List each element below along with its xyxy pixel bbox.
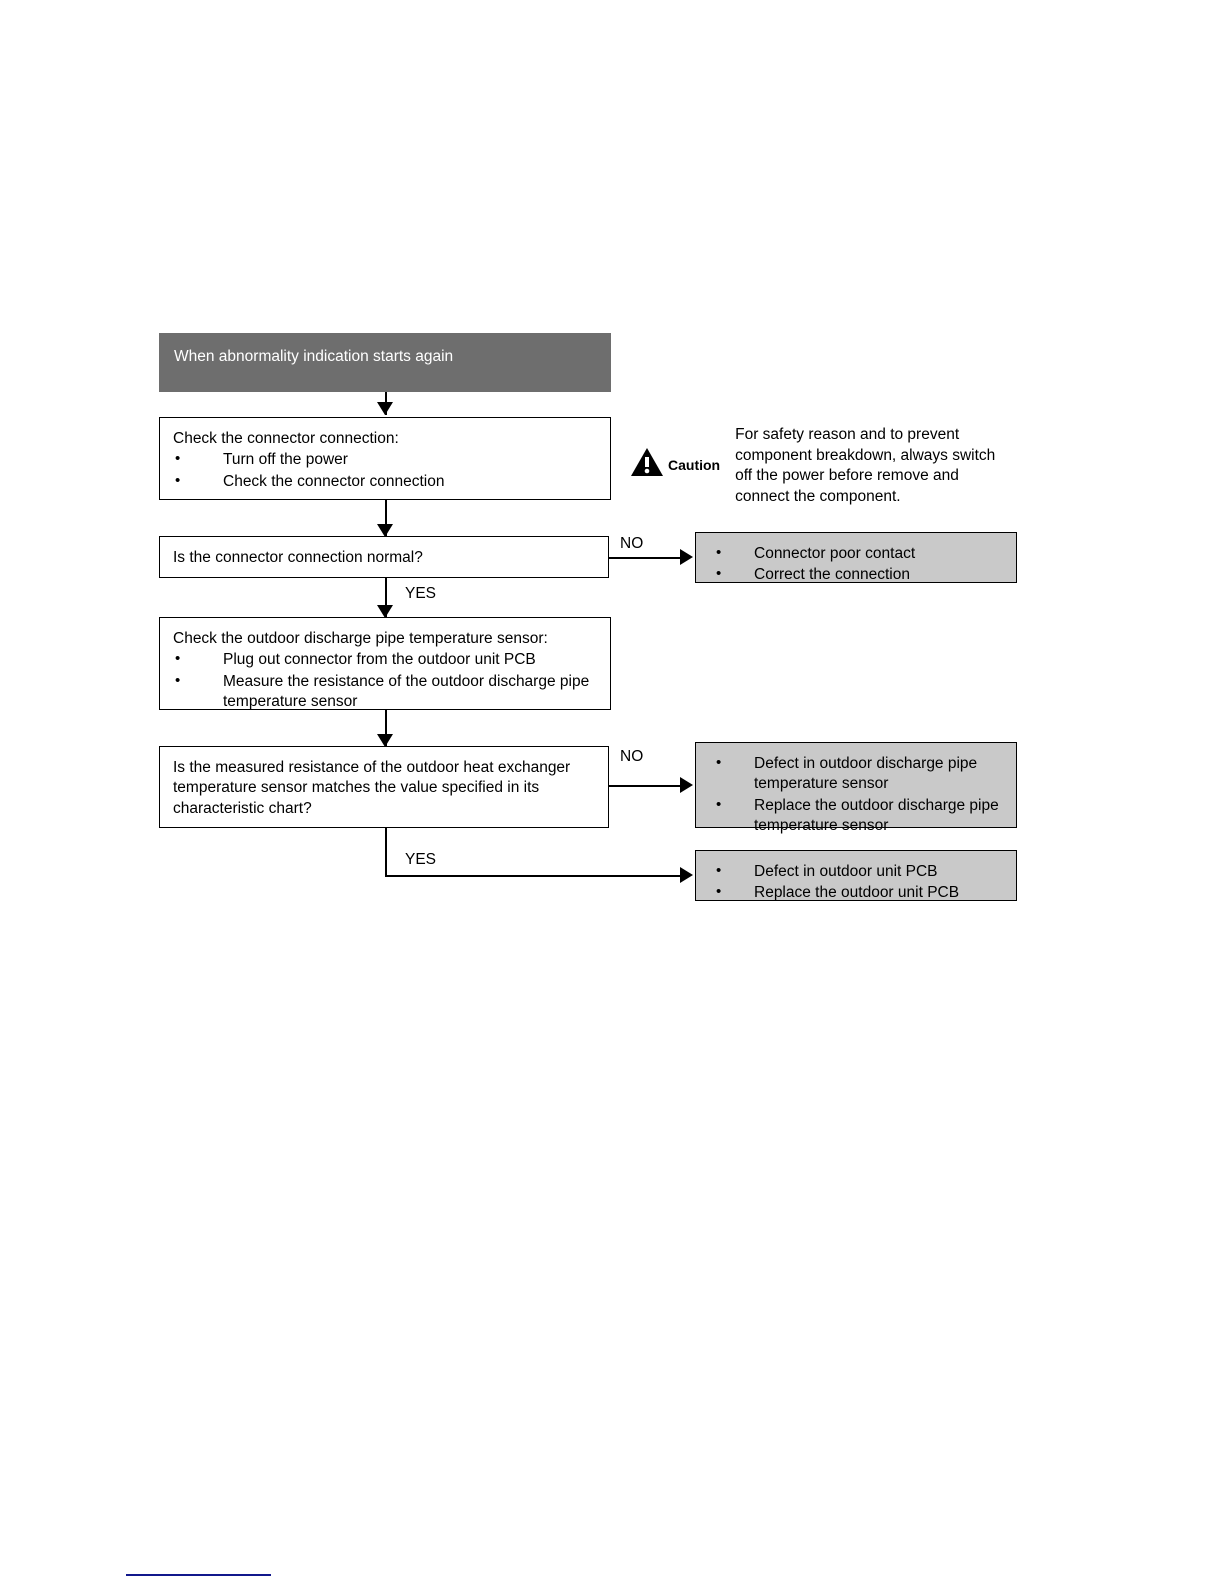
result-pcb-fault-list: Defect in outdoor unit PCB Replace the o…: [706, 861, 1006, 904]
flow-node-check-connector: Check the connector connection: Turn off…: [159, 417, 611, 500]
caution-text: For safety reason and to prevent compone…: [735, 426, 996, 505]
decision-connector-normal-label: Is the connector connection normal?: [173, 549, 423, 566]
connector-line-decision1-yes: [385, 578, 387, 617]
list-item: Replace the outdoor discharge pipe tempe…: [706, 795, 1006, 837]
result-sensor-fault-list: Defect in outdoor discharge pipe tempera…: [706, 753, 1006, 837]
result-connector-fault-list: Connector poor contact Correct the conne…: [706, 543, 1006, 586]
arrowhead-decision2-no: [680, 777, 693, 793]
arrowhead-decision1-no: [680, 549, 693, 565]
list-item: Measure the resistance of the outdoor di…: [173, 671, 600, 713]
footer-divider: [126, 1574, 271, 1576]
list-item: Replace the outdoor unit PCB: [706, 882, 1006, 903]
check-connector-list: Turn off the power Check the connector c…: [173, 449, 600, 492]
list-item: Connector poor contact: [706, 543, 1006, 564]
check-sensor-lead: Check the outdoor discharge pipe tempera…: [173, 630, 548, 647]
edge-label-yes-1: YES: [405, 585, 437, 602]
caution-note: Caution For safety reason and to prevent…: [630, 425, 1020, 507]
connector-line-check2-to-decision2: [385, 710, 387, 746]
flow-node-result-sensor-fault: Defect in outdoor discharge pipe tempera…: [695, 742, 1017, 834]
connector-line-decision2-no: [609, 785, 684, 787]
list-item: Plug out connector from the outdoor unit…: [173, 649, 600, 670]
flow-node-header-label: When abnormality indication starts again: [174, 348, 454, 365]
caution-label: Caution: [668, 456, 721, 473]
warning-triangle-icon: [630, 447, 664, 482]
connector-line-check1-to-decision1: [385, 500, 387, 536]
arrowhead-decision1-yes: [377, 605, 393, 618]
list-item: Check the connector connection: [173, 471, 600, 492]
arrowhead-decision2-yes: [680, 867, 693, 883]
connector-line-decision2-yes-vertical: [385, 828, 387, 876]
arrowhead-check1-to-decision1: [377, 524, 393, 537]
flow-node-decision-resistance-match: Is the measured resistance of the outdoo…: [159, 746, 609, 828]
list-item: Turn off the power: [173, 449, 600, 470]
check-connector-lead: Check the connector connection:: [173, 430, 399, 447]
flow-node-result-connector-fault: Connector poor contact Correct the conne…: [695, 532, 1017, 586]
list-item: Defect in outdoor discharge pipe tempera…: [706, 753, 1006, 795]
edge-label-yes-2: YES: [405, 851, 437, 868]
flow-node-check-sensor: Check the outdoor discharge pipe tempera…: [159, 617, 611, 710]
flow-node-result-pcb-fault: Defect in outdoor unit PCB Replace the o…: [695, 850, 1017, 904]
connector-line-decision2-yes-horizontal: [385, 875, 684, 877]
caution-icon-group: Caution: [630, 447, 720, 482]
flow-node-header: When abnormality indication starts again: [159, 333, 611, 392]
decision-resistance-match-label: Is the measured resistance of the outdoo…: [173, 759, 571, 817]
edge-label-no-1: NO: [620, 535, 644, 552]
connector-line-decision1-no: [609, 557, 684, 559]
list-item: Defect in outdoor unit PCB: [706, 861, 1006, 882]
arrowhead-header-to-check1: [377, 402, 393, 415]
edge-label-no-2: NO: [620, 748, 644, 765]
check-sensor-list: Plug out connector from the outdoor unit…: [173, 649, 600, 713]
arrowhead-check2-to-decision2: [377, 734, 393, 747]
list-item: Correct the connection: [706, 564, 1006, 585]
flow-node-decision-connector-normal: Is the connector connection normal?: [159, 536, 609, 578]
